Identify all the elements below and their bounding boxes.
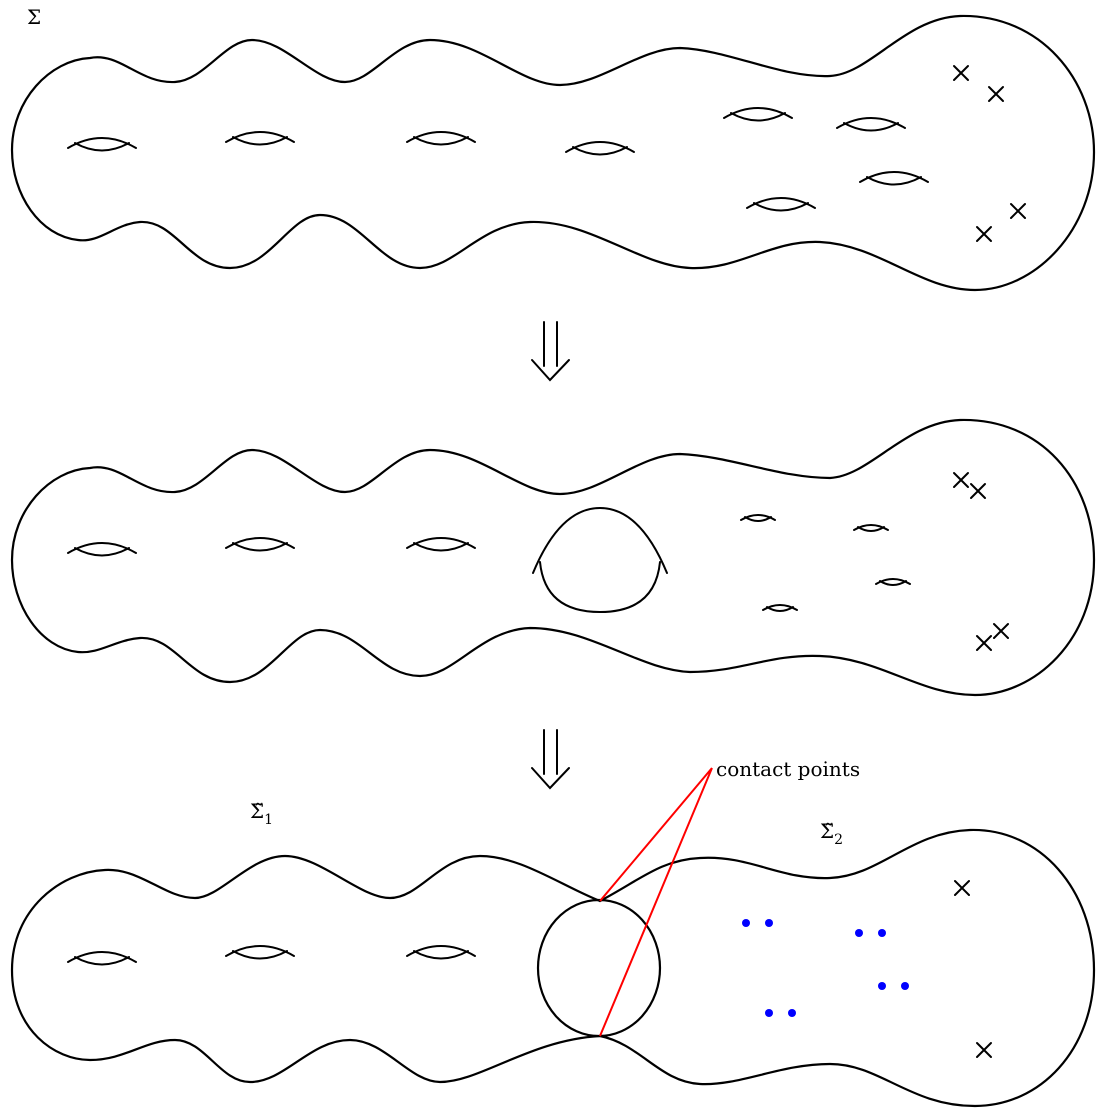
handle-icon — [67, 542, 137, 557]
handle-icon — [406, 131, 476, 146]
handle-icon — [565, 141, 635, 156]
dot — [742, 919, 750, 927]
small-handle-icon — [740, 514, 776, 522]
small-handle-icon — [875, 578, 911, 586]
pinching-handle-icon — [532, 506, 668, 614]
double-down-arrow-icon — [531, 729, 570, 790]
handle-icon — [225, 537, 295, 552]
cross-icon — [993, 623, 1009, 639]
surface-outline — [10, 14, 1096, 292]
surface-outline — [10, 418, 1096, 697]
blue-dot-pairs — [742, 919, 909, 1017]
small-handle-icon — [853, 524, 889, 532]
cross-icon — [970, 483, 986, 499]
cross-icon — [953, 65, 969, 81]
surface-degenerating — [10, 418, 1096, 697]
cross-icon — [953, 472, 969, 488]
surface-sigma: Σ — [10, 5, 1096, 292]
small-handle-icon — [762, 604, 798, 612]
cross-icon — [954, 880, 970, 896]
dot — [765, 919, 773, 927]
contact-points-label: contact points — [716, 757, 860, 781]
handle-icon — [225, 131, 295, 146]
handle-icon — [67, 951, 137, 966]
genus-handles — [67, 945, 476, 966]
handle-icon — [723, 107, 793, 122]
sigma-label: Σ — [27, 5, 41, 29]
double-down-arrow-icon — [531, 321, 570, 382]
handle-icon — [746, 197, 816, 212]
marked-points — [953, 65, 1026, 242]
sigma-tilde-1-label: Σ̃1 — [250, 799, 273, 828]
dot — [878, 982, 886, 990]
handle-icon — [406, 537, 476, 552]
cross-icon — [988, 86, 1004, 102]
right-component-outline — [598, 828, 1096, 1108]
handle-icon — [67, 137, 137, 152]
genus-handles — [67, 107, 929, 212]
handle-icon — [406, 945, 476, 960]
marked-points — [953, 472, 1009, 651]
genus-handles — [67, 506, 911, 614]
dot — [878, 929, 886, 937]
sphere-component — [536, 898, 662, 1038]
marked-points — [954, 880, 992, 1058]
dot — [765, 1009, 773, 1017]
handle-icon — [836, 117, 906, 132]
cross-icon — [1010, 203, 1026, 219]
cross-icon — [976, 635, 992, 651]
handle-icon — [225, 945, 295, 960]
surface-nodal: Σ̃1 Σ̃2 contact poi — [10, 757, 1096, 1108]
contact-pointer-lines — [599, 767, 713, 1037]
dot — [855, 929, 863, 937]
dot — [901, 982, 909, 990]
cross-icon — [976, 226, 992, 242]
handle-icon — [859, 171, 929, 186]
sigma-tilde-2-label: Σ̃2 — [820, 819, 843, 848]
left-component-outline — [10, 854, 602, 1084]
dot — [788, 1009, 796, 1017]
cross-icon — [976, 1042, 992, 1058]
